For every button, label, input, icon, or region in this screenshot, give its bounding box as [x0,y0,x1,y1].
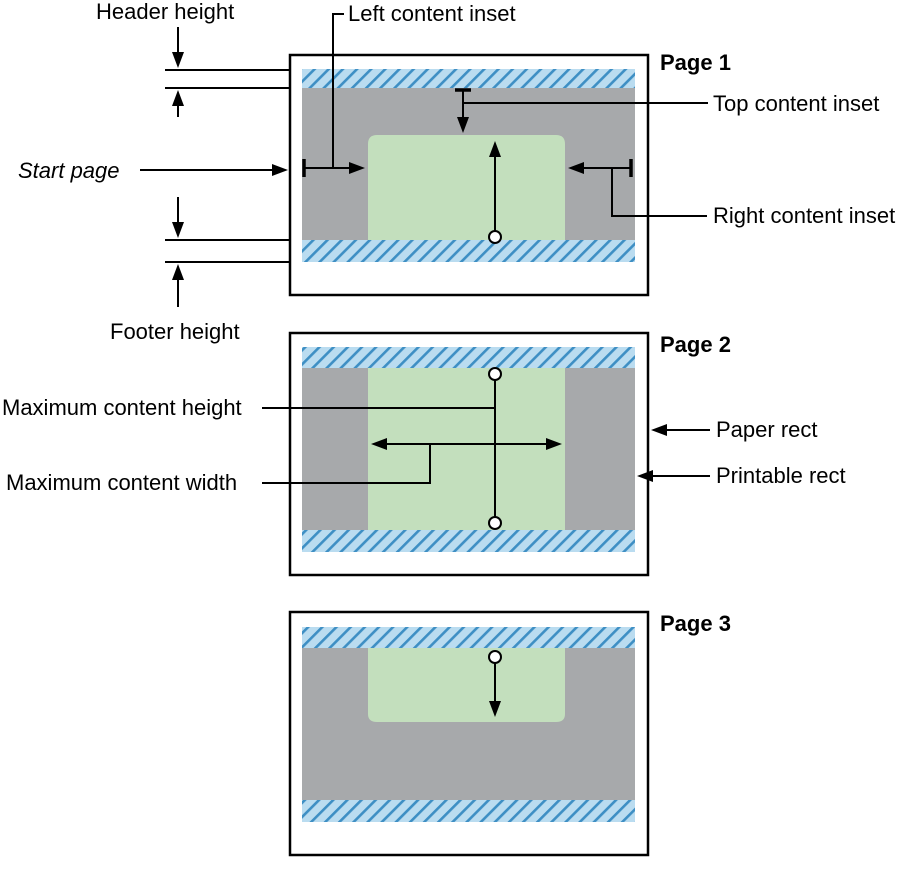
page-1-footer-area [302,240,635,262]
max-content-height-top-dot [488,367,502,381]
page-2-group: Page 2 Maximum content height Maximum co… [2,331,846,577]
page-1-content-anchor-dot [488,230,502,244]
page-1-header-area [302,69,635,88]
page-2-footer-area [302,530,635,552]
max-content-width-leader [262,445,431,484]
left-content-inset-label: Left content inset [348,1,516,26]
right-content-inset-leader [611,168,707,217]
page-1-content-area [368,135,565,240]
maximum-content-width-label: Maximum content width [6,470,237,495]
page-1-label: Page 1 [660,50,731,75]
page-3-footer-area [302,800,635,822]
paper-rect-label: Paper rect [716,417,818,442]
printable-rect-label: Printable rect [716,463,846,488]
maximum-content-height-label: Maximum content height [2,395,242,420]
header-height-label: Header height [96,0,234,24]
page-1-group: Header height Left content inset Page 1 … [18,0,895,344]
page-3-label: Page 3 [660,611,731,636]
left-content-inset-leader [332,13,344,168]
start-page-label: Start page [18,158,120,183]
page-3-group: Page 3 [288,610,731,857]
right-content-inset-label: Right content inset [713,203,895,228]
page-2-header-area [302,347,635,368]
page-2-content-area [368,368,565,530]
page-3-content-anchor-dot [488,650,502,664]
page-2-label: Page 2 [660,332,731,357]
top-content-inset-label: Top content inset [713,91,879,116]
footer-height-label: Footer height [110,319,240,344]
max-content-height-bottom-dot [488,516,502,530]
page-3-header-area [302,627,635,648]
page-3-content-area [368,648,565,722]
